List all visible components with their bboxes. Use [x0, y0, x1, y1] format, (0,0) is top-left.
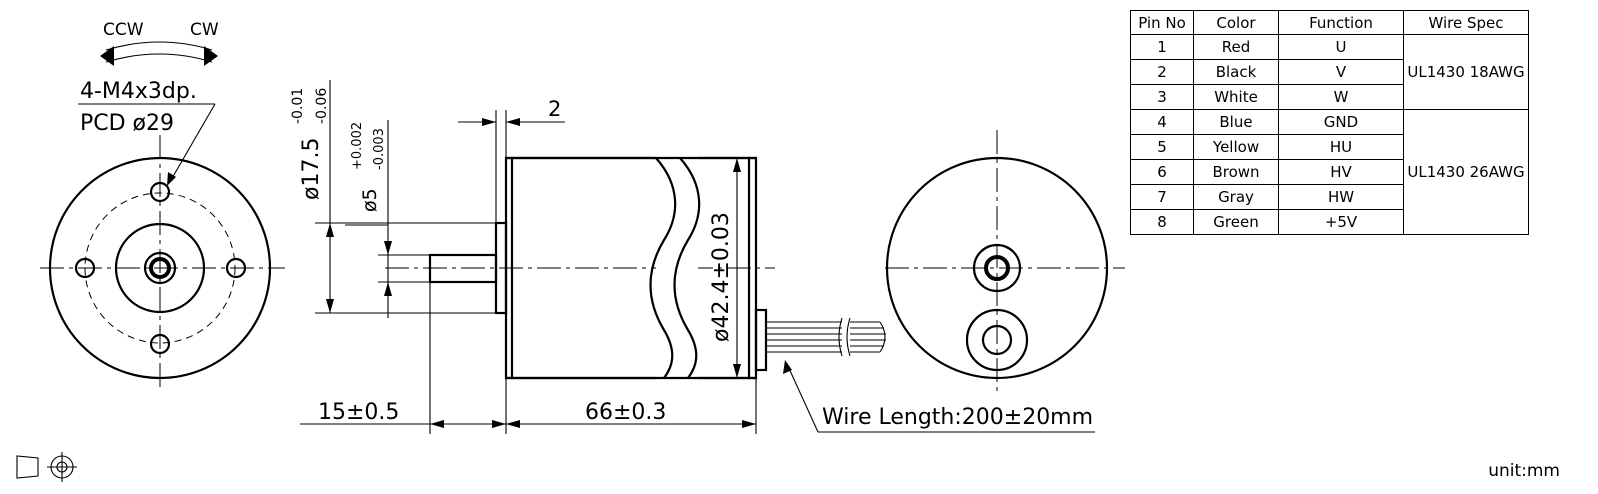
projection-symbol [16, 452, 77, 482]
pin-function: V [1278, 59, 1404, 85]
mount-hole-left [74, 257, 96, 279]
wire-color: Green [1193, 209, 1279, 235]
pin-function: HU [1278, 134, 1404, 160]
front-view: CCW CW 4-M4x3dp. PCD ø29 [40, 20, 285, 392]
mount-hole-right [225, 257, 247, 279]
header-pin-no: Pin No [1130, 10, 1194, 35]
hole-note-pcd: PCD ø29 [80, 111, 174, 136]
pin-function: GND [1278, 109, 1404, 135]
dim-shaft-dia-tol-upper: +0.002 [350, 122, 365, 170]
dim-shaft-dia: ø5 [359, 188, 381, 212]
table-row: 3 White W [1130, 84, 1529, 110]
wire-bundle [766, 317, 886, 357]
pin-number: 1 [1130, 34, 1194, 60]
wire-color: Gray [1193, 184, 1279, 210]
wire-color: Black [1193, 59, 1279, 85]
dim-body-dia: ø42.4±0.03 [709, 212, 734, 342]
unit-label: unit:mm [1488, 461, 1560, 481]
wire-spec-signal: UL1430 26AWG [1403, 109, 1529, 235]
rotation-cw-label: CW [190, 20, 219, 40]
cw-arrowhead [204, 46, 218, 66]
front-body-outline [48, 156, 272, 380]
wire-length-leader [786, 363, 819, 433]
mount-hole-bottom [149, 333, 171, 355]
pin-number: 2 [1130, 59, 1194, 85]
ccw-arrowhead [100, 46, 114, 66]
pin-number: 3 [1130, 84, 1194, 110]
dim-boss-length: 2 [548, 97, 561, 121]
rear-view [885, 130, 1125, 392]
table-row: 8 Green +5V [1130, 209, 1529, 235]
wire-color: Brown [1193, 159, 1279, 185]
hole-note-thread: 4-M4x3dp. [80, 79, 197, 104]
pin-table-header: Pin No Color Function Wire Spec [1130, 10, 1529, 35]
wire-color: Yellow [1193, 134, 1279, 160]
pin-number: 4 [1130, 109, 1194, 135]
pin-number: 6 [1130, 159, 1194, 185]
pin-number: 7 [1130, 184, 1194, 210]
rear-body-outline [885, 156, 1109, 380]
pin-number: 8 [1130, 209, 1194, 235]
rear-wire-grommet-inner [981, 324, 1013, 356]
table-row: 1 Red U UL1430 18AWG [1130, 34, 1529, 110]
rear-bearing-outer [972, 243, 1022, 293]
header-wire-spec: Wire Spec [1403, 10, 1529, 35]
dim-boss-dia: ø17.5 [299, 138, 324, 200]
dim-body-length: 66±0.3 [585, 400, 666, 425]
header-color: Color [1193, 10, 1279, 35]
pcd-circle [84, 192, 236, 344]
pin-number: 5 [1130, 134, 1194, 160]
break-line-right [673, 157, 701, 379]
pin-function: HW [1278, 184, 1404, 210]
wire-color: Red [1193, 34, 1279, 60]
rear-wire-grommet-outer [965, 308, 1029, 372]
pin-table: Pin No Color Function Wire Spec 1 Red U … [1130, 10, 1529, 235]
wire-spec-power: UL1430 18AWG [1403, 34, 1529, 110]
table-row: 7 Gray HW [1130, 184, 1529, 210]
mount-hole-top [149, 181, 171, 203]
dim-boss-dia-tol-lower: -0.06 [314, 88, 330, 124]
hole-note-leader [170, 103, 216, 181]
side-view: ø17.5 -0.01 -0.06 ø5 +0.002 -0.003 2 ø42… [290, 80, 1095, 434]
header-function: Function [1278, 10, 1404, 35]
pin-function: +5V [1278, 209, 1404, 235]
pin-function: U [1278, 34, 1404, 60]
table-row: 4 Blue GND UL1430 26AWG [1130, 109, 1529, 235]
rotation-ccw-label: CCW [103, 20, 144, 40]
front-boss [114, 222, 206, 314]
wire-color: Blue [1193, 109, 1279, 135]
pin-function: HV [1278, 159, 1404, 185]
wire-exit-block [754, 308, 768, 372]
dim-shaft-length: 15±0.5 [318, 400, 399, 425]
dim-shaft-dia-tol-lower: -0.003 [372, 128, 387, 170]
wire-color: White [1193, 84, 1279, 110]
projection-cone-icon [16, 455, 39, 479]
break-line-left [649, 157, 677, 379]
pin-function: W [1278, 84, 1404, 110]
front-shaft-outer [143, 251, 177, 285]
table-row: 6 Brown HV [1130, 159, 1529, 185]
wire-length-label: Wire Length:200±20mm [822, 405, 1093, 430]
dim-boss-dia-tol-upper: -0.01 [290, 88, 306, 124]
rotation-arrow-arc [105, 41, 213, 51]
front-shaft [149, 257, 171, 279]
rear-bearing-inner [984, 255, 1010, 281]
